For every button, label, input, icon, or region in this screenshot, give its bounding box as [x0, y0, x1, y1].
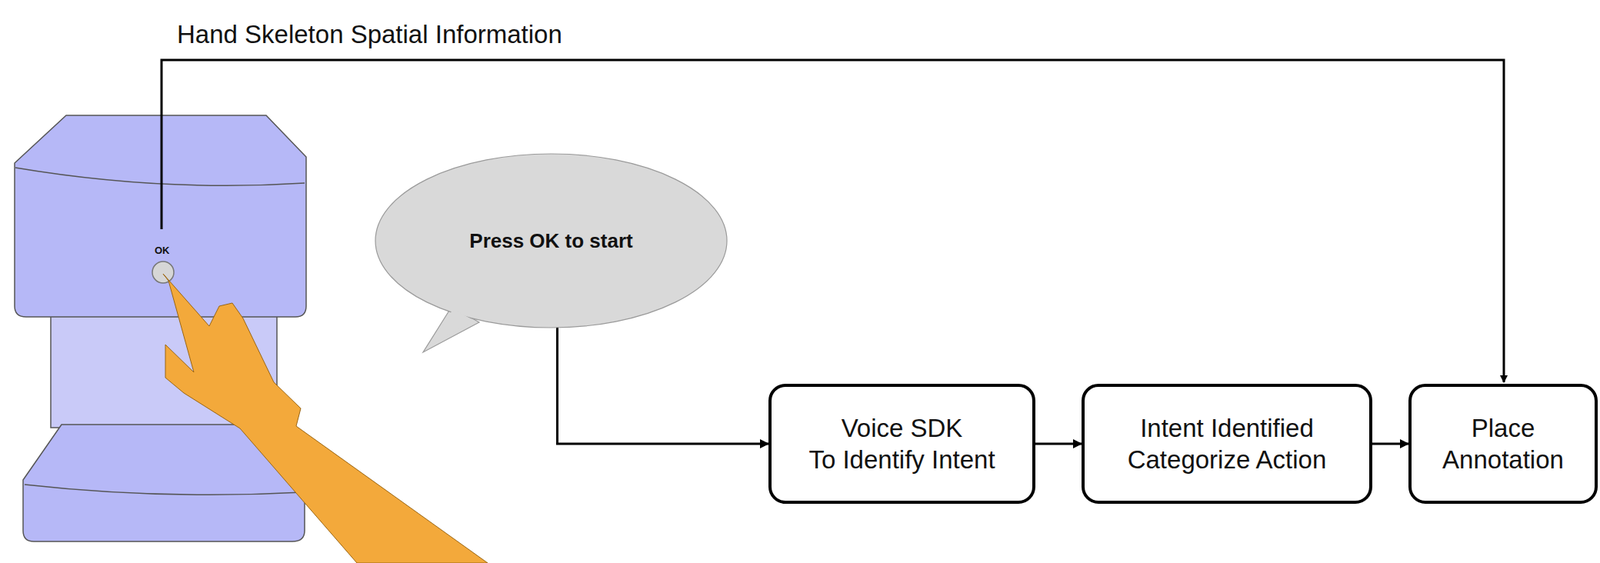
- process-box: Intent Identified Categorize Action: [1081, 383, 1373, 504]
- flow-arrow: [1035, 443, 1082, 446]
- node-text: Voice SDK To Identify Intent: [808, 412, 995, 477]
- process-box: Voice SDK To Identify Intent: [768, 383, 1036, 504]
- hand: [163, 273, 488, 563]
- speech-bubble: Press OK to start: [374, 153, 728, 329]
- node-text: Place Annotation: [1442, 412, 1564, 477]
- node-text: Intent Identified Categorize Action: [1127, 412, 1327, 477]
- node-text: Press OK to start: [469, 229, 633, 254]
- wire-label: Hand Skeleton Spatial Information: [176, 20, 563, 50]
- spatial-info-wire: [161, 60, 1504, 383]
- flow-arrow: [557, 326, 770, 444]
- process-box: Place Annotation: [1408, 383, 1598, 504]
- button-label: OK: [154, 244, 170, 257]
- flow-arrow: [1372, 443, 1409, 446]
